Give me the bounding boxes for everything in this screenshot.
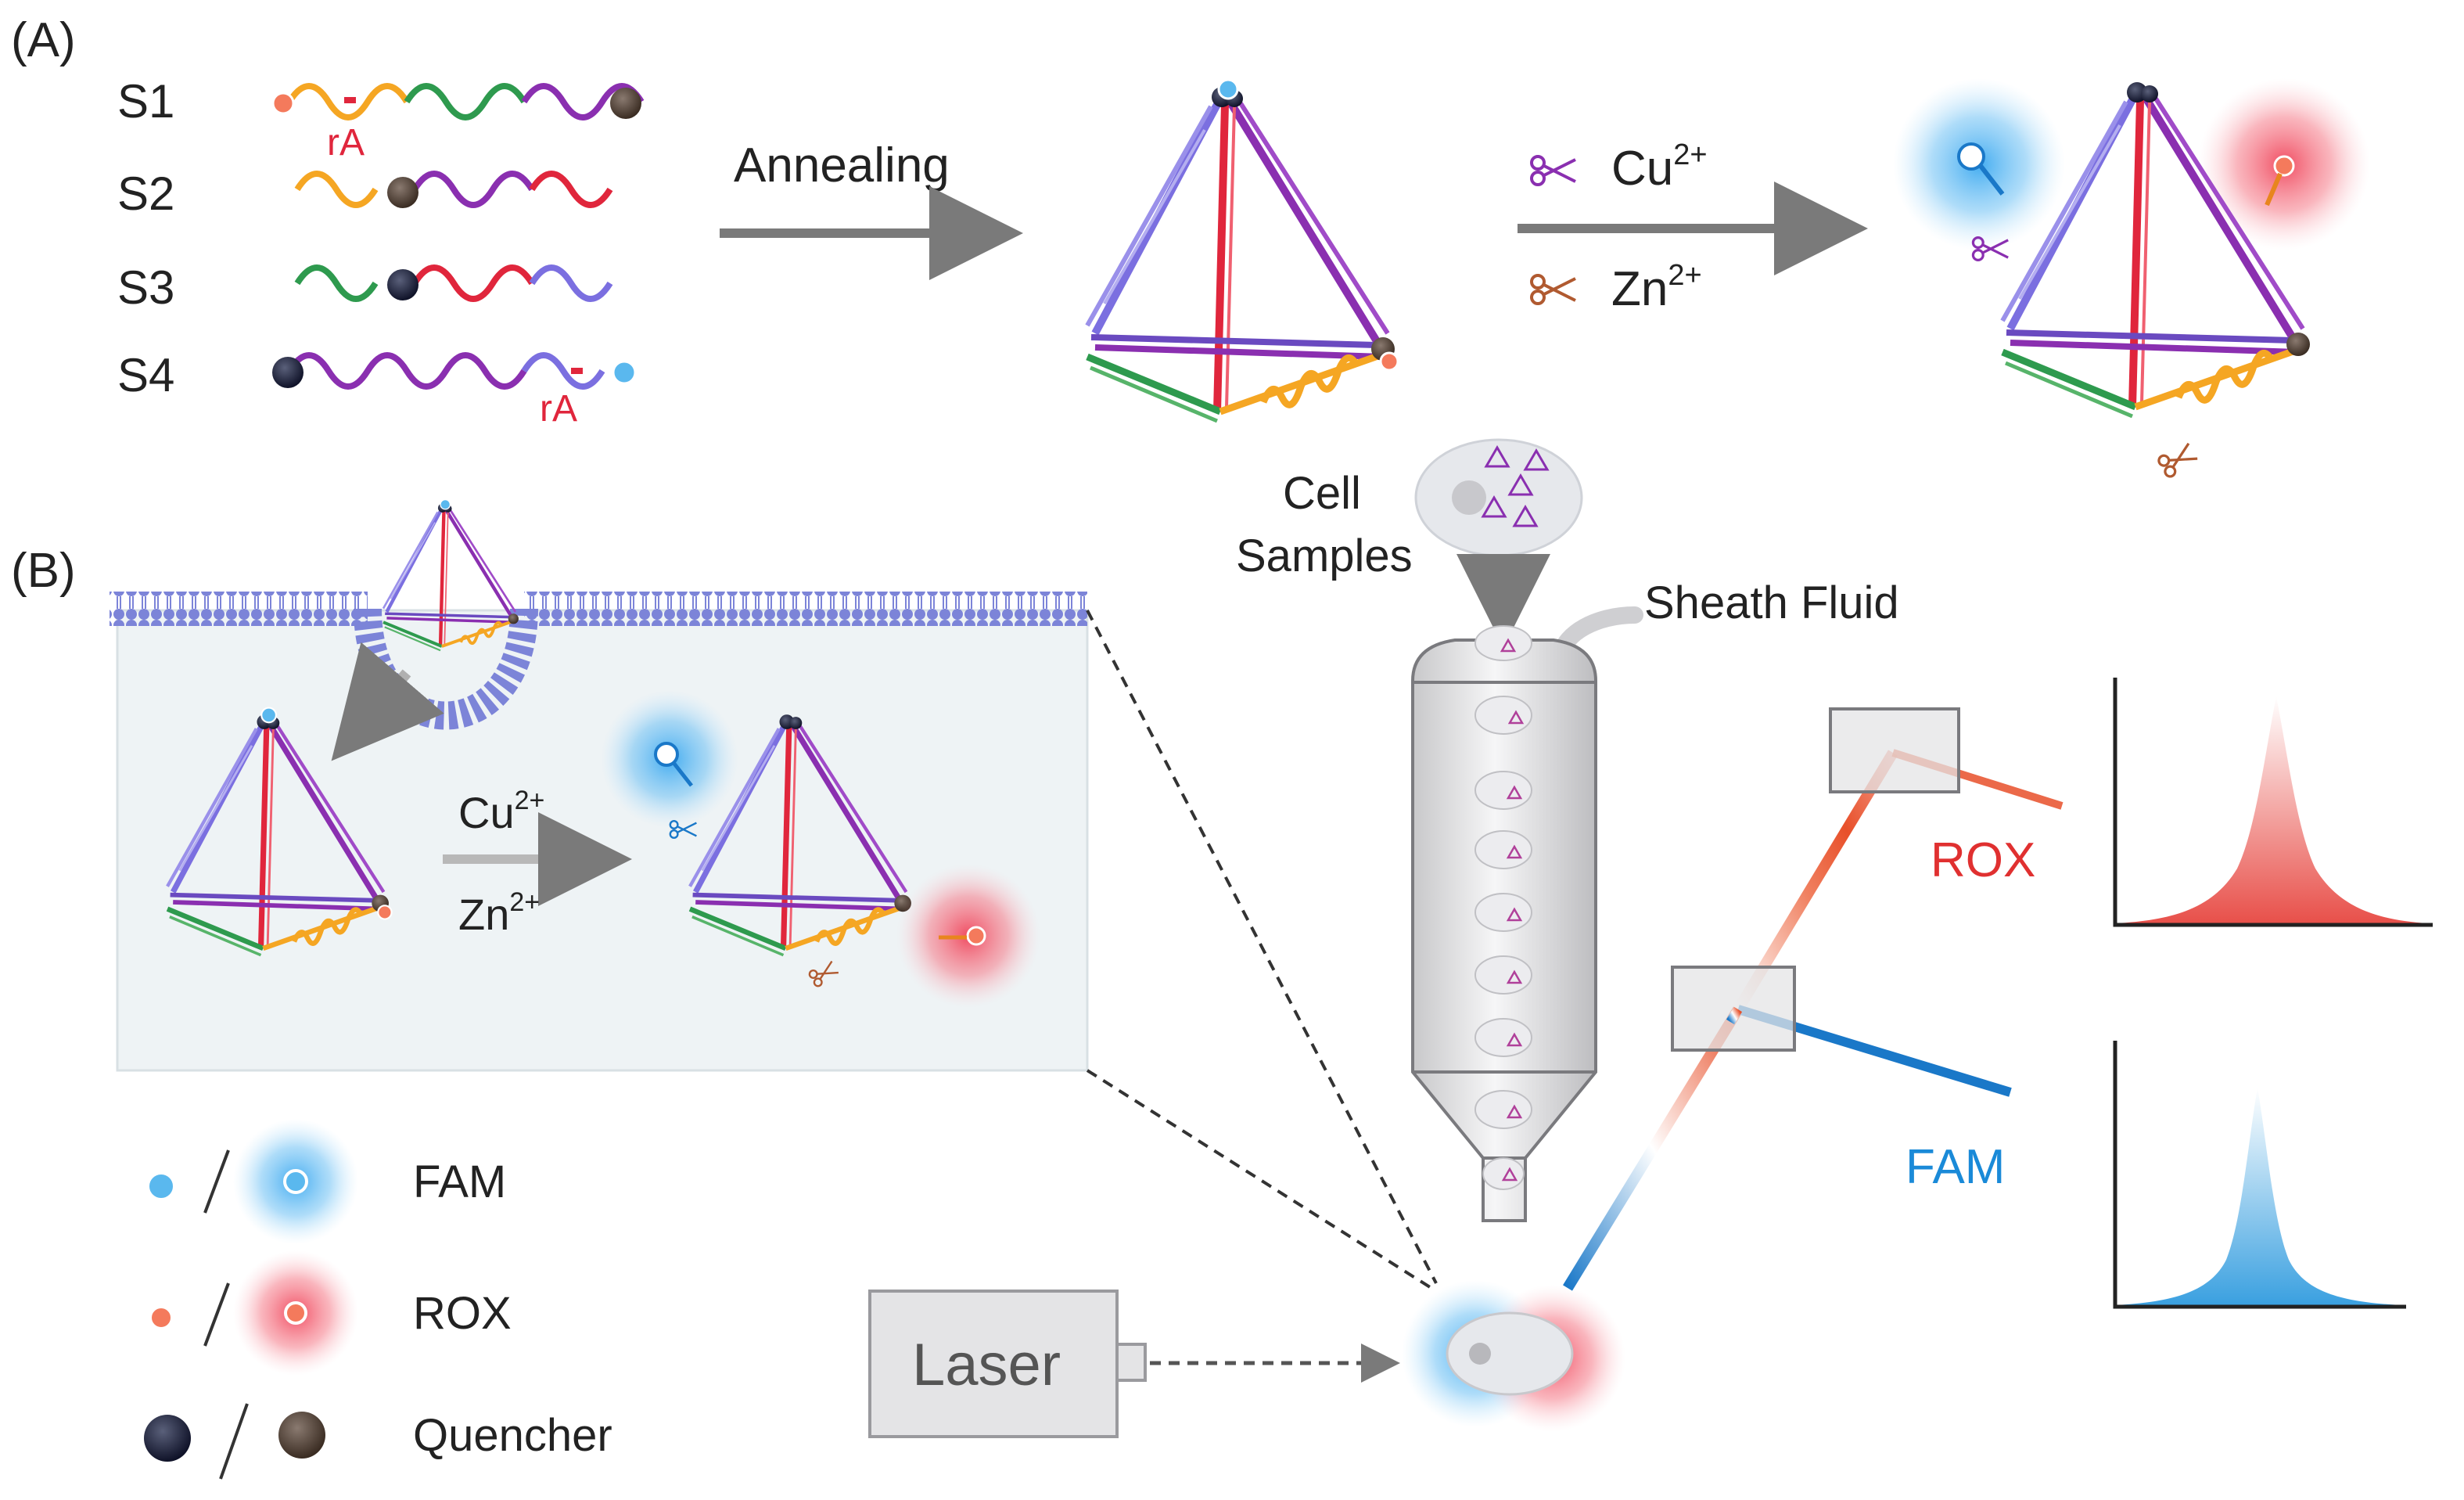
strand-s1-ra-label: rA [327, 122, 365, 164]
uptake-arrow [331, 642, 444, 761]
strand-s4 [272, 352, 637, 390]
fam-dye-icon [612, 360, 637, 385]
cu-ion-label: Cu2+ [1611, 138, 1708, 196]
legend-quencher-dark-icon [144, 1415, 191, 1462]
cell-cu-ion-label: Cu2+ [458, 786, 544, 837]
legend-fam-label: FAM [413, 1156, 506, 1207]
dna-tetrahedron-intracellular [167, 707, 393, 955]
flowing-cells [1474, 625, 1532, 1190]
flowing-cell-probes [1500, 638, 1525, 1182]
legend-rox-small-icon [149, 1305, 174, 1330]
strand-label-s4: S4 [117, 349, 174, 401]
dna-tetrahedron-entering [383, 498, 519, 651]
cell-samples-label-2: Samples [1236, 531, 1413, 581]
rox-released-icon [939, 926, 986, 946]
dna-tetrahedron-assembled [1087, 78, 1399, 421]
cell-sample-drop [1414, 438, 1583, 557]
quencher-icon [610, 88, 641, 119]
scissors-icon [2155, 440, 2200, 480]
sheath-fluid-label: Sheath Fluid [1644, 577, 1899, 628]
fam-dye-icon [1217, 78, 1239, 100]
strand-s1 [271, 83, 645, 121]
fam-released-icon [654, 742, 693, 787]
zoom-line-top [1086, 610, 1438, 1284]
rox-dye-icon [271, 92, 295, 115]
strand-s4-ra-label: rA [540, 388, 577, 430]
legend-quencher-label: Quencher [413, 1410, 612, 1461]
strand-s2 [294, 171, 613, 208]
zn-ion-label: Zn2+ [1611, 259, 1702, 316]
quencher-icon [387, 177, 418, 208]
quencher-icon [272, 357, 304, 388]
annealing-label: Annealing [734, 138, 950, 192]
fam-detector-plot [2113, 1041, 2406, 1309]
cell-membrane-left [110, 592, 368, 626]
rox-dye-icon [1379, 351, 1399, 372]
fam-channel-label: FAM [1905, 1140, 2005, 1194]
panel-a-label: (A) [11, 13, 76, 67]
strand-s3 [294, 264, 613, 302]
cell-membrane-right [524, 592, 1087, 626]
laser-source [868, 1290, 1119, 1438]
legend: FAM ROX Quencher [144, 1119, 612, 1480]
interrogated-cell [1446, 1311, 1574, 1396]
strand-label-s1: S1 [117, 75, 174, 128]
fam-released-icon [1957, 142, 2005, 196]
cell-zn-ion-label: Zn2+ [458, 887, 540, 939]
rox-released-icon [2265, 155, 2295, 207]
rox-detector-plot [2113, 678, 2433, 927]
dichroic-mirror-2 [1829, 707, 1960, 793]
strand-label-s3: S3 [117, 261, 174, 314]
laser-aperture [1115, 1343, 1147, 1382]
quencher-icon [387, 269, 418, 300]
cu-scissors-icon [1530, 155, 1577, 186]
zoom-line-bottom [1086, 1069, 1438, 1293]
panel-b-label: (B) [11, 544, 76, 598]
zn-scissors-icon [1530, 274, 1577, 305]
legend-quencher-brown-icon [278, 1412, 325, 1459]
legend-fam-small-icon [146, 1171, 176, 1201]
fam-emission-path [1563, 1006, 1743, 1291]
laser-label: Laser [912, 1332, 1061, 1398]
strand-label-s2: S2 [117, 167, 174, 220]
cell-samples-label-1: Cell [1283, 468, 1361, 519]
rox-channel-label: ROX [1931, 833, 2035, 887]
legend-rox-label: ROX [413, 1288, 512, 1339]
